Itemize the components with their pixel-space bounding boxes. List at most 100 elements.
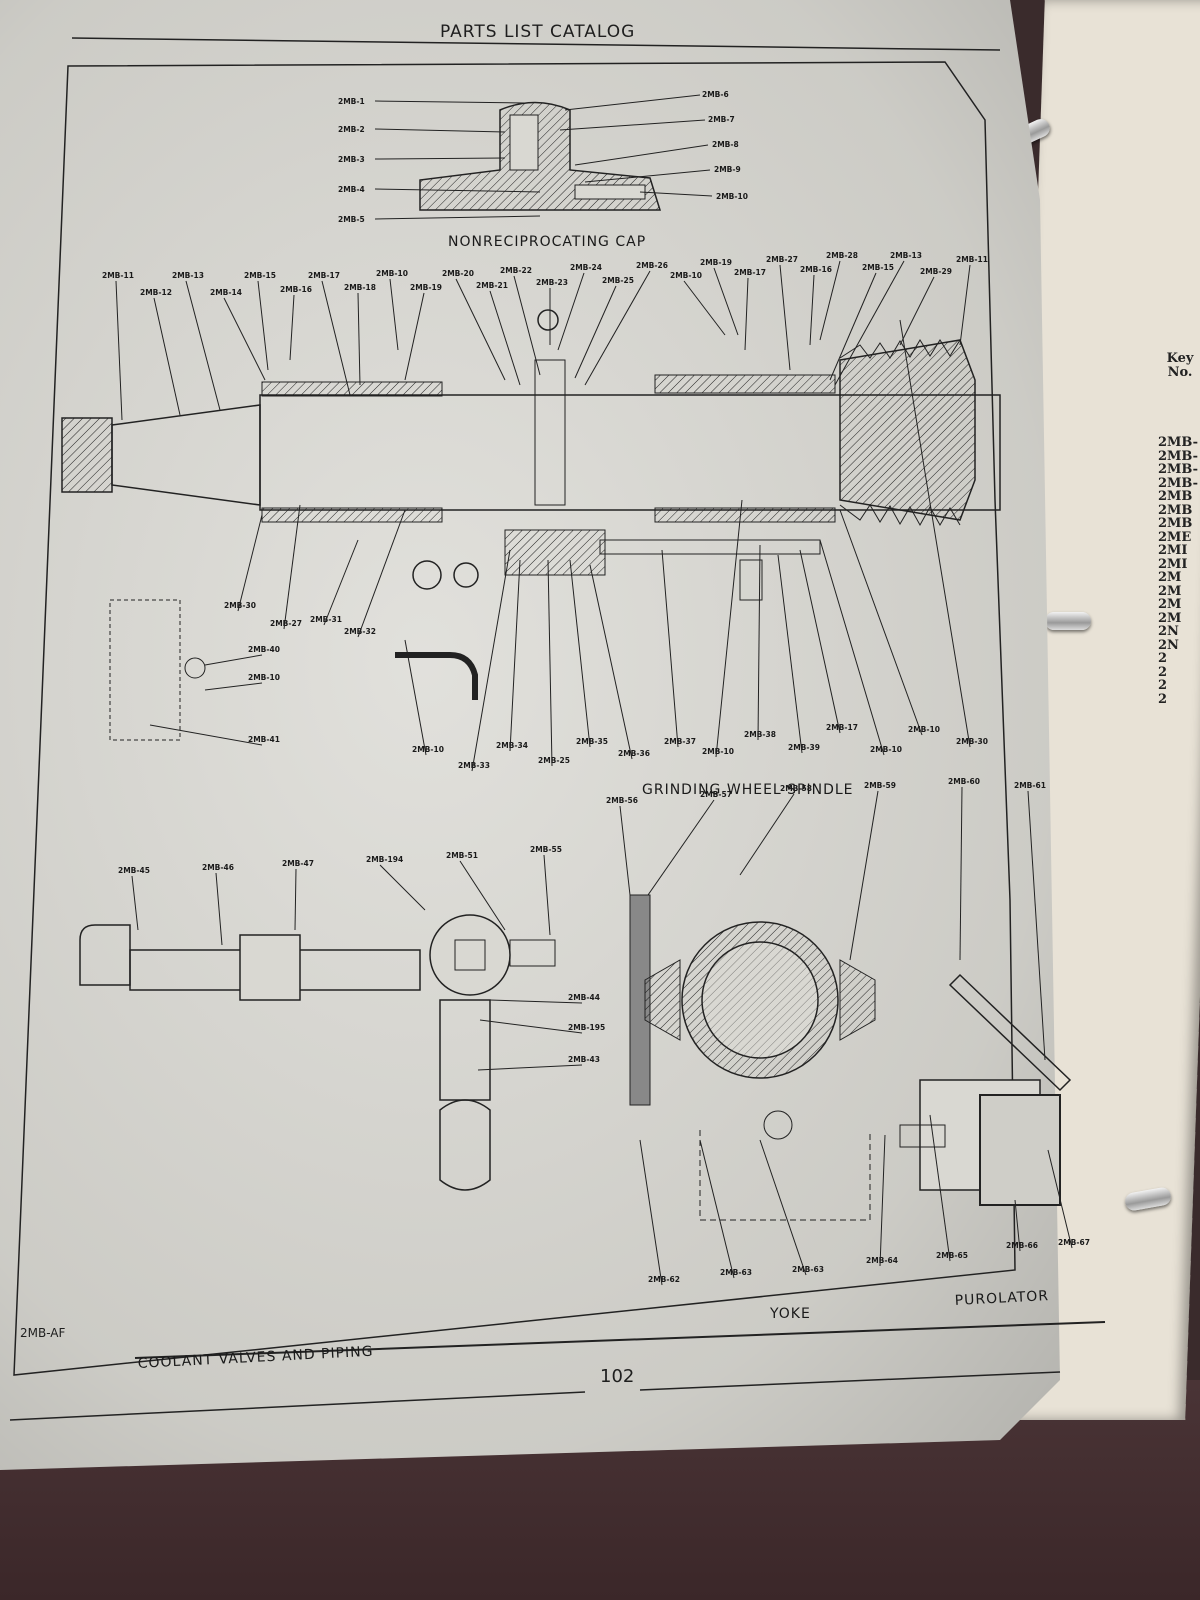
callout-spindle-top-14: 2MB-24 <box>570 263 602 272</box>
callout-yoke-1: 2MB-57 <box>700 790 732 799</box>
callout-spindle-bottom-9: 2MB-34 <box>496 741 528 750</box>
section-title-coolant: COOLANT VALVES AND PIPING <box>137 1344 374 1372</box>
callout-2mb-1: 2MB-1 <box>338 97 365 106</box>
leader-line <box>713 267 739 336</box>
leader-line <box>404 639 427 756</box>
leader-line <box>204 682 263 691</box>
leader-line <box>959 786 963 961</box>
leader-line <box>589 564 633 760</box>
callout-spindle-top-24: 2MB-13 <box>890 251 922 260</box>
callout-spindle-top-18: 2MB-19 <box>700 258 732 267</box>
leader-line <box>489 290 521 386</box>
callout-spindle-top-4: 2MB-15 <box>244 271 276 280</box>
footer-rule-left <box>9 1391 586 1421</box>
leader-line <box>715 499 743 758</box>
callout-yoke-4: 2MB-60 <box>948 777 980 786</box>
callout-spindle-top-23: 2MB-15 <box>862 263 894 272</box>
coolant-drawing <box>79 914 556 1191</box>
leader-line <box>584 270 651 386</box>
next-page-key-codes: 2MB- 2MB- 2MB- 2MB- 2MB 2MB 2MB 2ME 2MI … <box>1158 435 1199 707</box>
leader-line <box>321 280 351 396</box>
leader-line <box>323 539 359 626</box>
leader-line <box>215 872 223 946</box>
header-rule <box>71 37 1001 51</box>
callout-spindle-top-0: 2MB-11 <box>102 271 134 280</box>
leader-line <box>283 504 301 630</box>
leader-line <box>683 280 726 336</box>
callout-spindle-bottom-20: 2MB-30 <box>956 737 988 746</box>
callout-coolant-5: 2MB-55 <box>530 845 562 854</box>
callout-coolant-3: 2MB-194 <box>366 855 403 864</box>
leader-line <box>661 549 679 748</box>
leader-line <box>237 514 263 612</box>
page-number: 102 <box>600 1366 635 1387</box>
callout-yoke-3: 2MB-59 <box>864 781 896 790</box>
callout-coolant-8: 2MB-43 <box>568 1055 600 1064</box>
callout-coolant-2: 2MB-47 <box>282 859 314 868</box>
callout-spindle-top-8: 2MB-10 <box>376 269 408 278</box>
leader-line <box>477 1064 583 1071</box>
leader-line <box>1047 1149 1073 1249</box>
callout-2mb-7: 2MB-7 <box>708 115 735 124</box>
callout-purolator-3: 2MB-67 <box>1058 1238 1090 1247</box>
leader-line <box>647 799 715 896</box>
callout-spindle-bottom-13: 2MB-37 <box>664 737 696 746</box>
leader-line <box>829 272 877 381</box>
leader-line <box>389 278 399 351</box>
callout-coolant-6: 2MB-44 <box>568 993 600 1002</box>
page-header-title: PARTS LIST CATALOG <box>440 22 636 42</box>
section-title-purolator: PUROLATOR <box>954 1288 1049 1309</box>
callout-2mb-8: 2MB-8 <box>712 140 739 149</box>
callout-spindle-top-20: 2MB-27 <box>766 255 798 264</box>
callout-coolant-0: 2MB-45 <box>118 866 150 875</box>
callout-2mb-2: 2MB-2 <box>338 125 365 134</box>
callout-yoke-7: 2MB-63 <box>720 1268 752 1277</box>
callout-2mb-5: 2MB-5 <box>338 215 365 224</box>
callout-purolator-2: 2MB-66 <box>1006 1241 1038 1250</box>
callout-spindle-top-12: 2MB-22 <box>500 266 532 275</box>
callout-yoke-2: 2MB-58 <box>780 784 812 793</box>
callout-yoke-8: 2MB-63 <box>792 1265 824 1274</box>
leader-line <box>547 559 553 767</box>
callout-spindle-top-16: 2MB-26 <box>636 261 668 270</box>
callout-purolator-0: 2MB-64 <box>866 1256 898 1265</box>
callout-spindle-bottom-8: 2MB-33 <box>458 761 490 770</box>
callout-spindle-top-15: 2MB-25 <box>602 276 634 285</box>
callout-yoke-6: 2MB-62 <box>648 1275 680 1284</box>
cap-drawing <box>419 101 662 211</box>
leader-line <box>779 264 791 371</box>
leader-line <box>479 1019 583 1034</box>
leader-line <box>357 292 361 386</box>
callout-spindle-top-22: 2MB-28 <box>826 251 858 260</box>
callout-spindle-bottom-14: 2MB-10 <box>702 747 734 756</box>
leader-line <box>574 285 617 379</box>
callout-spindle-top-26: 2MB-11 <box>956 255 988 264</box>
binder-ring-middle <box>1045 612 1091 630</box>
leader-line <box>739 793 795 876</box>
leader-line <box>471 549 511 772</box>
callout-spindle-top-9: 2MB-19 <box>410 283 442 292</box>
leader-line <box>404 292 425 381</box>
leader-line <box>1027 790 1046 1061</box>
plate-frame <box>13 61 1016 1376</box>
callout-coolant-7: 2MB-195 <box>568 1023 605 1032</box>
callout-2mb-6: 2MB-6 <box>702 90 729 99</box>
leader-line <box>899 319 971 748</box>
leader-line <box>513 275 541 376</box>
callout-spindle-bottom-11: 2MB-35 <box>576 737 608 746</box>
next-page-key-header: Key No. <box>1166 351 1194 380</box>
leader-line <box>1014 1199 1021 1252</box>
leader-line <box>257 280 269 371</box>
yoke-drawing <box>629 894 876 1221</box>
callout-spindle-bottom-0: 2MB-30 <box>224 601 256 610</box>
callout-spindle-bottom-15: 2MB-38 <box>744 730 776 739</box>
leader-line <box>223 297 266 381</box>
callout-2mb-3: 2MB-3 <box>338 155 365 164</box>
callout-coolant-4: 2MB-51 <box>446 851 478 860</box>
callout-spindle-top-10: 2MB-20 <box>442 269 474 278</box>
callout-spindle-top-2: 2MB-13 <box>172 271 204 280</box>
leader-line <box>899 276 935 346</box>
leader-line <box>557 272 585 351</box>
callout-purolator-1: 2MB-65 <box>936 1251 968 1260</box>
callout-spindle-top-13: 2MB-23 <box>536 278 568 287</box>
